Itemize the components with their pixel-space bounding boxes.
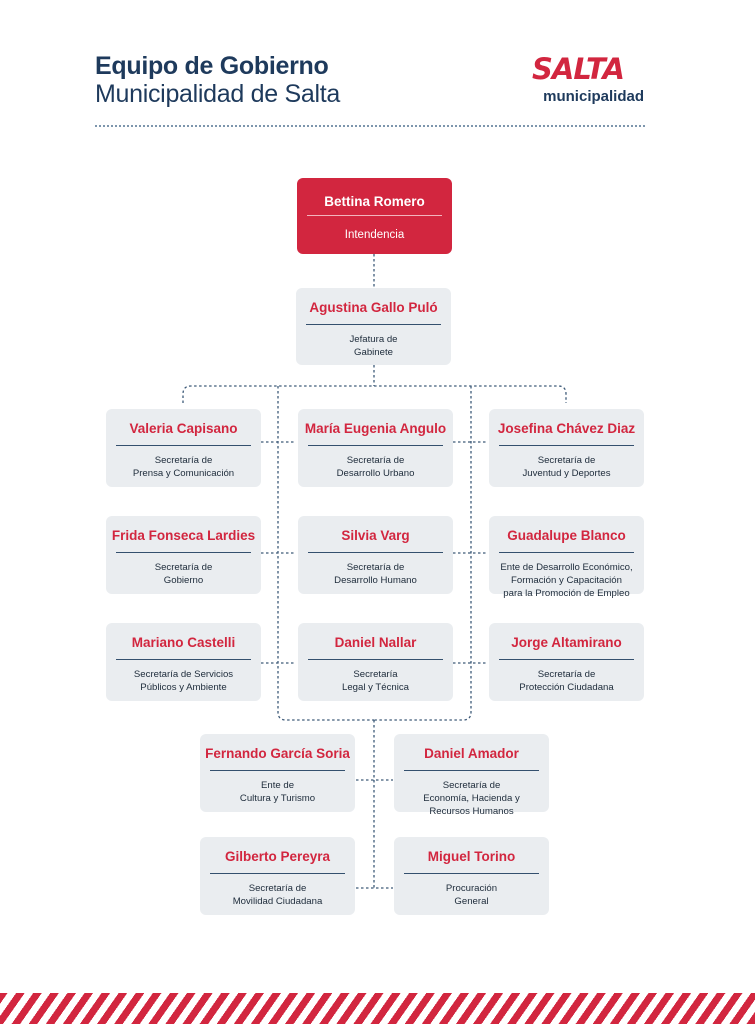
card-divider — [116, 552, 251, 553]
card-divider — [306, 324, 441, 325]
header-separator — [95, 125, 645, 127]
card-name: Fernando García Soria — [205, 746, 350, 761]
card-name: Miguel Torino — [427, 849, 516, 864]
card-intendencia: Bettina Romero Intendencia — [297, 178, 452, 254]
card-divider — [307, 215, 442, 216]
page-title: Equipo de Gobierno — [95, 52, 329, 80]
card-divider — [308, 552, 443, 553]
logo-subtitle: municipalidad — [543, 88, 644, 105]
card-name: Daniel Nallar — [334, 635, 417, 650]
card-divider — [499, 659, 634, 660]
connector-center-left — [277, 386, 374, 721]
card-divider — [404, 770, 539, 771]
card-divider — [499, 552, 634, 553]
card-divider — [210, 873, 345, 874]
connector-branch-horizontal — [182, 385, 567, 403]
card-name: Jorge Altamirano — [511, 635, 622, 650]
card-member: Mariano Castelli Secretaría de Servicios… — [106, 623, 261, 701]
card-name: Mariano Castelli — [131, 635, 236, 650]
card-name: Gilberto Pereyra — [224, 849, 331, 864]
card-role: Intendencia — [344, 229, 405, 241]
card-divider — [116, 445, 251, 446]
card-name: Guadalupe Blanco — [507, 528, 626, 543]
card-role: Ente de Desarrollo Económico,Formación y… — [500, 562, 633, 599]
card-name: Agustina Gallo Puló — [309, 300, 438, 315]
card-divider — [499, 445, 634, 446]
card-divider — [116, 659, 251, 660]
card-name: Valeria Capisano — [129, 421, 238, 436]
card-name: María Eugenia Angulo — [304, 421, 447, 436]
card-divider — [308, 445, 443, 446]
card-divider — [210, 770, 345, 771]
card-divider — [308, 659, 443, 660]
card-divider — [404, 873, 539, 874]
card-name: Bettina Romero — [324, 194, 425, 209]
card-name: Daniel Amador — [424, 746, 519, 761]
salta-logo: SALTA municipalidad — [530, 52, 646, 112]
card-name: Frida Fonseca Lardies — [111, 528, 256, 543]
card-member: Guadalupe Blanco Ente de Desarrollo Econ… — [489, 516, 644, 599]
footer-stripes — [0, 993, 755, 1024]
page-subtitle: Municipalidad de Salta — [95, 80, 340, 108]
card-name: Josefina Chávez Diaz — [497, 421, 636, 436]
logo-wordmark: SALTA — [532, 52, 625, 86]
connector-center-right — [374, 386, 472, 721]
card-name: Silvia Varg — [341, 528, 410, 543]
